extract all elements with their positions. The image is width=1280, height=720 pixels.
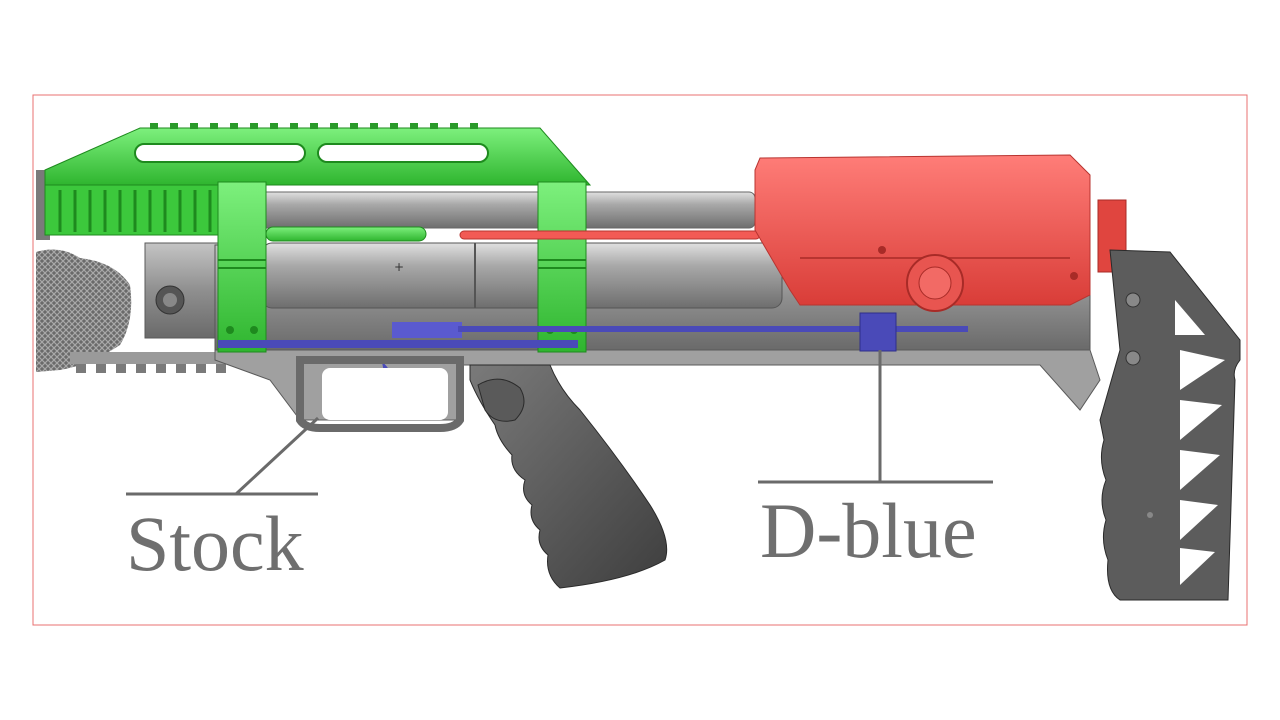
red-rod bbox=[459, 230, 761, 240]
callout-d-blue: D-blue bbox=[758, 350, 993, 574]
svg-text:+: + bbox=[394, 260, 404, 274]
green-clamp-front bbox=[217, 181, 267, 353]
d-blue-label: D-blue bbox=[760, 487, 977, 574]
upper-barrel-tube bbox=[259, 191, 756, 229]
green-top-rail bbox=[44, 123, 592, 236]
trigger-guard bbox=[296, 356, 464, 432]
callout-stock: Stock bbox=[126, 416, 320, 587]
front-mount-block bbox=[144, 242, 221, 339]
main-cylinder: + bbox=[261, 242, 783, 309]
green-clamp-rear bbox=[537, 181, 587, 353]
stock-label: Stock bbox=[126, 500, 304, 587]
skeletal-stock bbox=[1099, 249, 1241, 601]
lower-rail bbox=[70, 352, 240, 373]
green-rod bbox=[265, 226, 427, 242]
diagram-frame bbox=[32, 94, 1248, 626]
pistol-grip bbox=[469, 364, 668, 589]
red-rear-housing bbox=[754, 154, 1127, 312]
